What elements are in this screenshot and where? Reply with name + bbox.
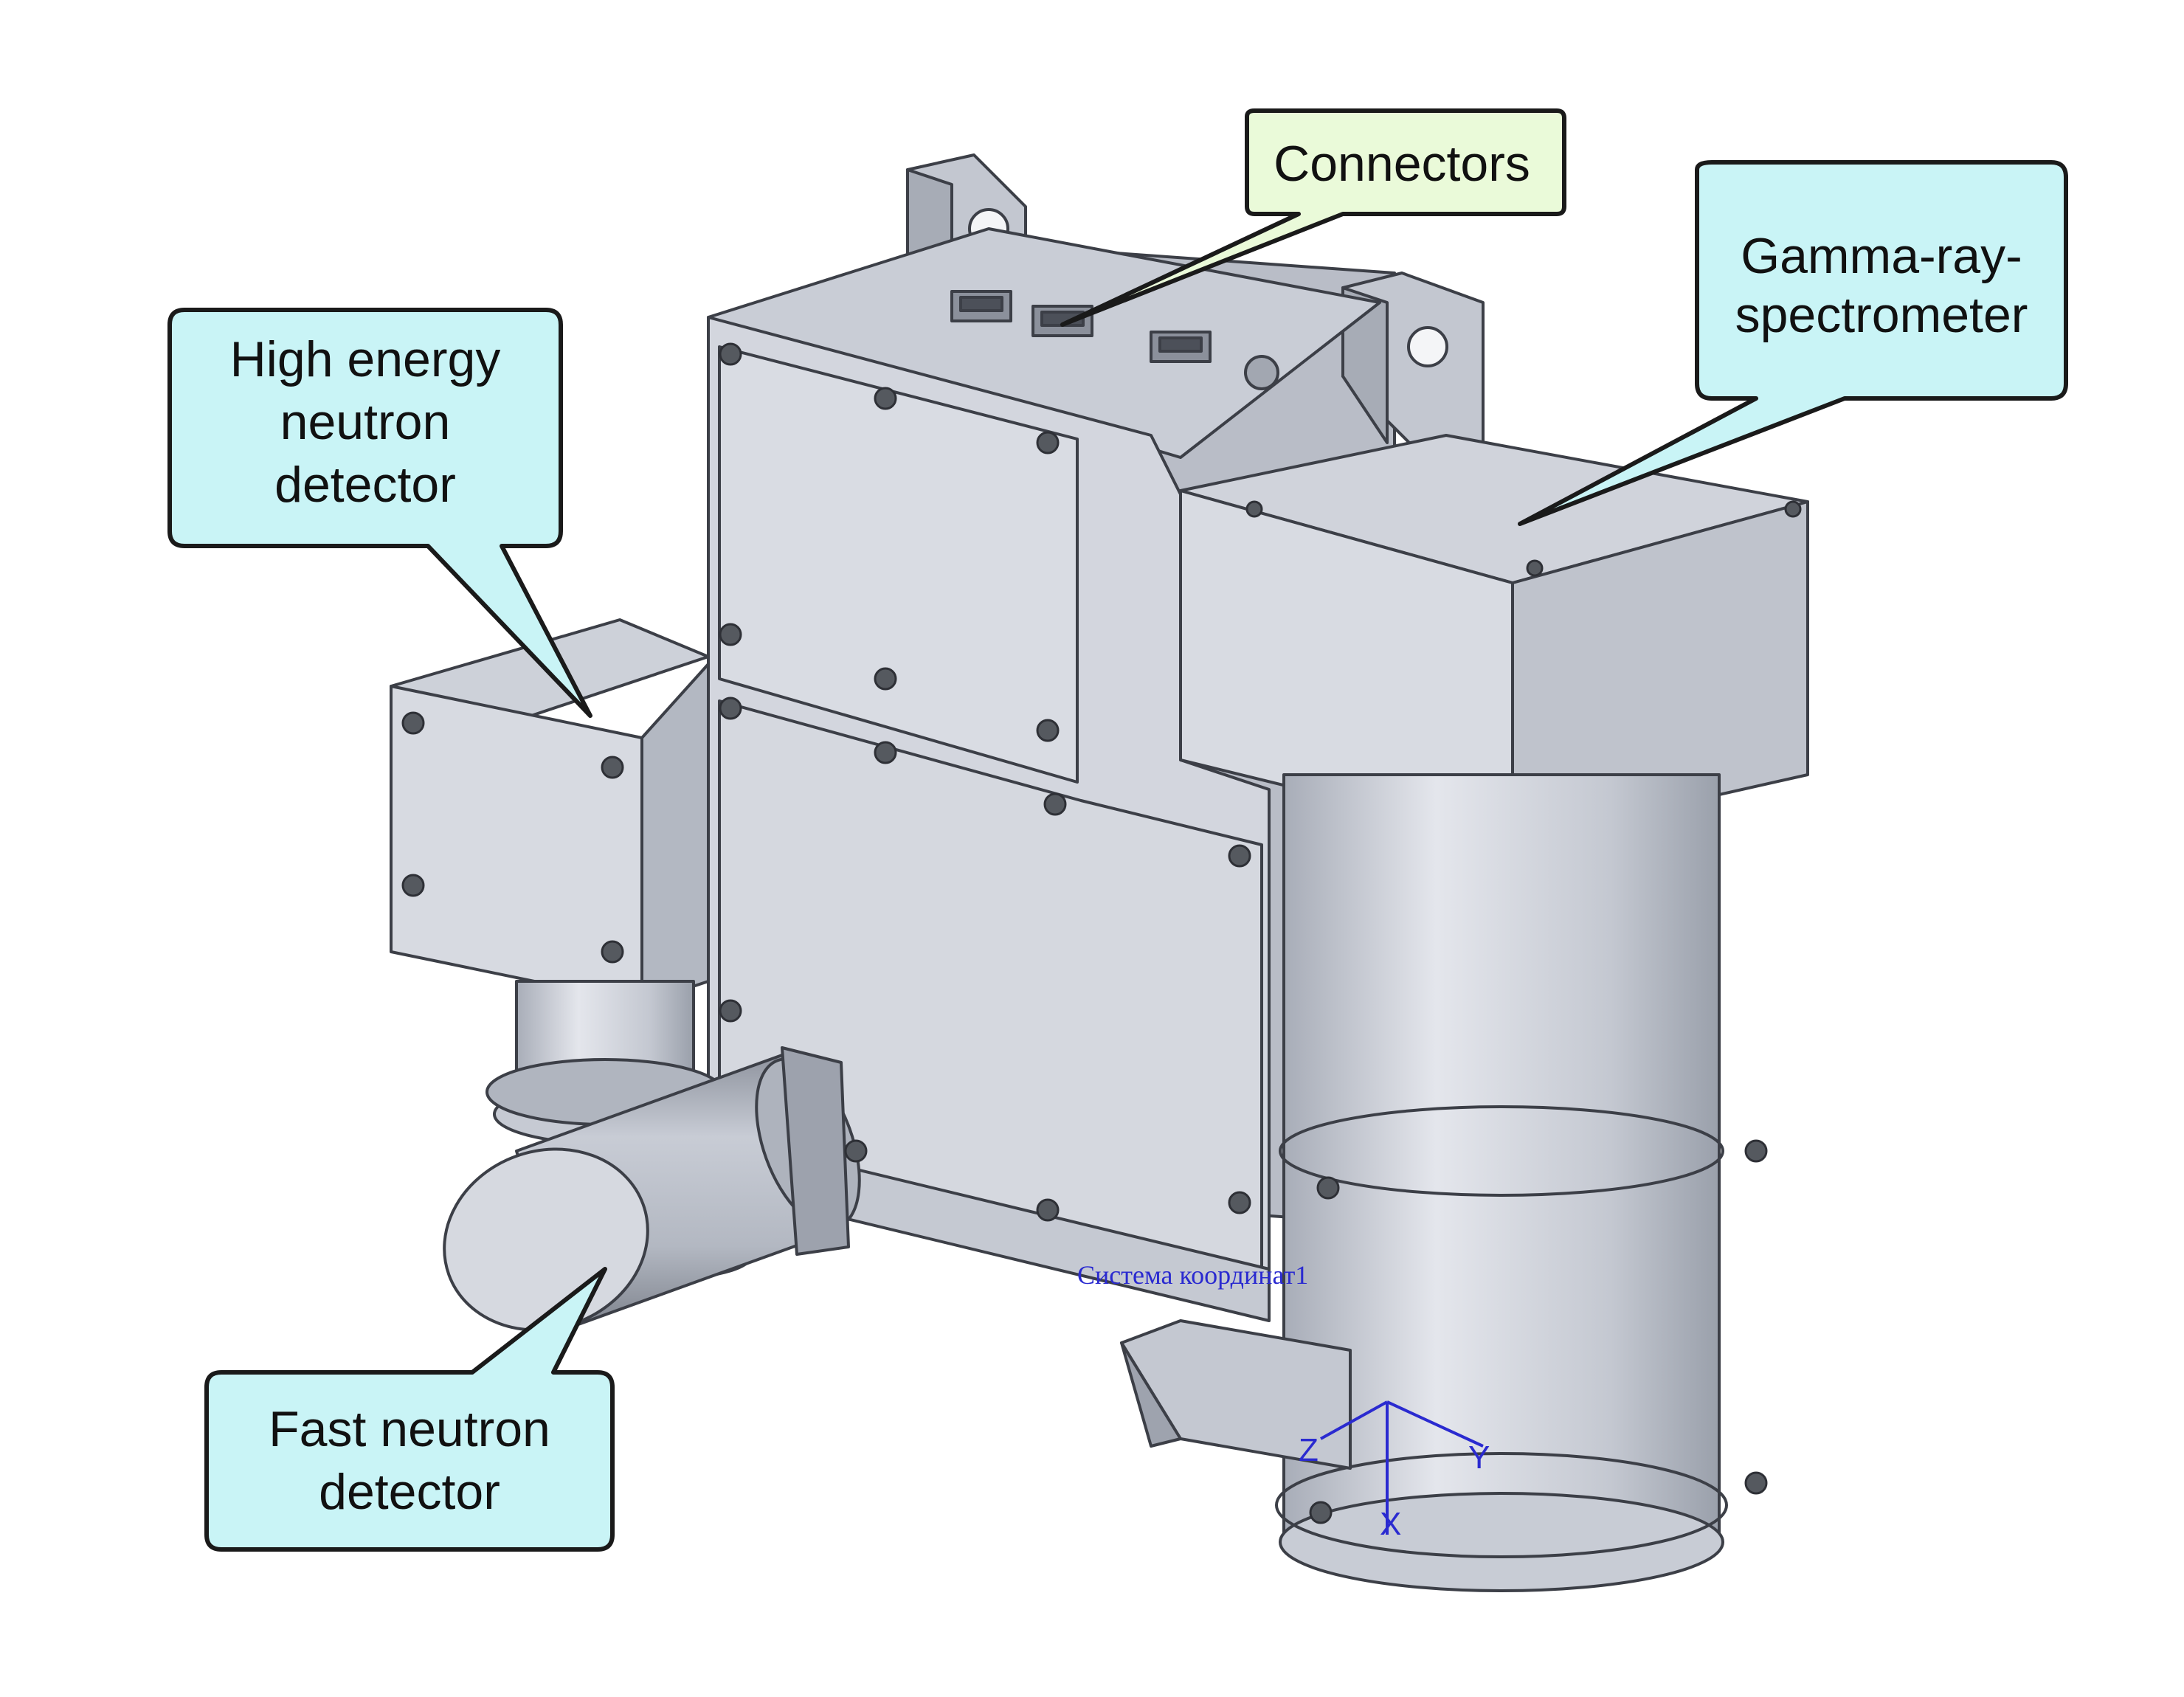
callout-high-energy-line-2: neutron [280,394,451,450]
callout-high-energy-shape [167,308,592,718]
callout-high-energy-line-1: High energy [230,331,501,387]
callout-connectors-label: Connectors [1274,136,1530,192]
callout-high-energy [167,308,592,718]
callout-gamma-shape [1518,160,2068,526]
coordinate-system-label: Система координат1 [1077,1260,1308,1290]
callout-gamma-line-2: spectrometer [1735,287,2028,343]
callout-fast-neutron [204,1267,615,1552]
callout-connectors [1060,108,1566,327]
callout-fast-neutron-line-2: detector [319,1464,500,1520]
axis-label-y: Y [1468,1439,1490,1476]
coordinate-system [1320,1400,1484,1535]
instrument-body [390,153,1809,1592]
callout-gamma-line-1: Gamma-ray- [1741,228,2022,284]
callout-fast-neutron-shape [204,1267,615,1552]
axis-label-z: Z [1299,1432,1319,1468]
upper-panel [718,345,1079,784]
high-energy-neutron-detector-box [390,618,710,1005]
callout-connectors-shape [1060,108,1566,327]
gamma-ray-cylinder [1275,773,1728,1592]
callout-fast-neutron-line-1: Fast neutron [269,1401,550,1457]
screws [401,342,1802,1524]
axis-label-x: X [1380,1506,1401,1542]
gamma-ray-spectrometer-box [1179,434,1809,843]
axis-y-line [1386,1400,1484,1448]
callout-high-energy-line-3: detector [274,457,456,513]
axis-z-line [1320,1400,1388,1440]
connector-block [950,290,1279,390]
callout-gamma [1518,160,2068,526]
bottom-bracket [1120,1319,1352,1470]
